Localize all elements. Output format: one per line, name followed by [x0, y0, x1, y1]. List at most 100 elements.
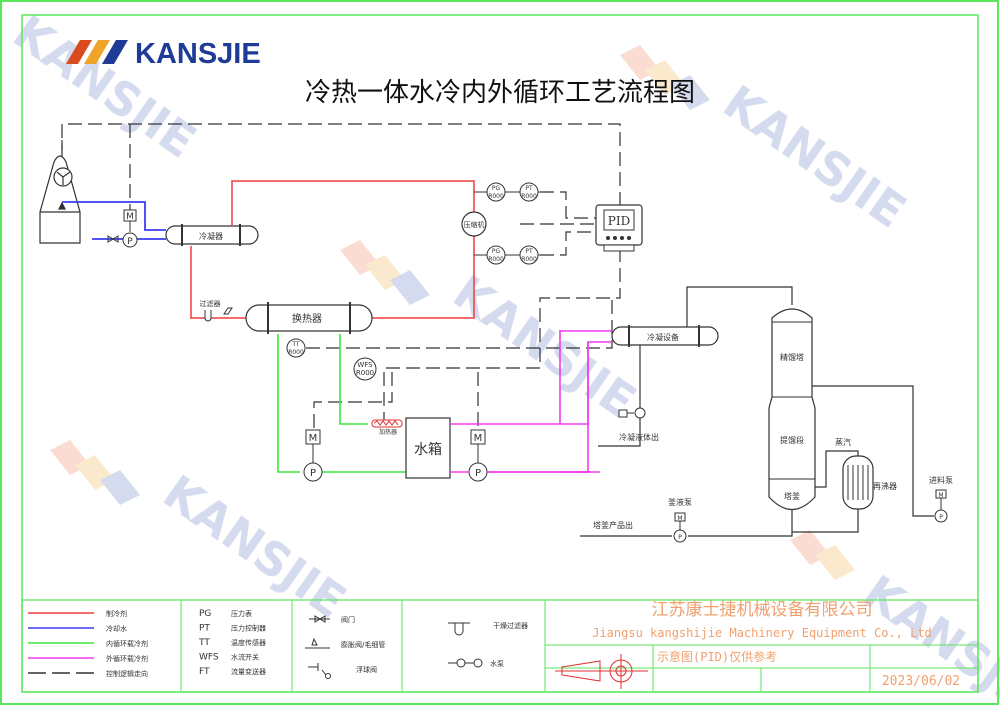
instrument-pg-bottom: PG R000 — [486, 245, 506, 265]
title-block: 江苏康士捷机械设备有限公司 Jiangsu kangshijie Machine… — [545, 600, 978, 692]
svg-text:换热器: 换热器 — [292, 312, 322, 325]
legend-abbrev-code: FT — [199, 667, 210, 677]
logo-stripe-blue — [102, 40, 128, 64]
legend-abbrev-code: TT — [198, 638, 210, 648]
svg-text:PT: PT — [525, 248, 533, 255]
logo-stripe-red — [66, 40, 92, 64]
svg-text:冷凝设备: 冷凝设备 — [647, 332, 679, 342]
reboiler: 再沸器 蒸汽 — [835, 437, 897, 510]
inner-loop-lines — [277, 334, 406, 473]
process-lines — [580, 286, 934, 537]
condensate-pump: 冷凝液体出 — [618, 407, 659, 442]
svg-text:压缩机: 压缩机 — [464, 220, 485, 229]
svg-text:R000: R000 — [521, 256, 537, 263]
legend-filter-label: 干燥过滤器 — [493, 621, 528, 630]
control-lines — [61, 123, 621, 430]
drawing-date: 2023/06/02 — [882, 674, 960, 689]
legend-valve-label: 阀门 — [341, 615, 355, 624]
svg-text:WFS: WFS — [357, 361, 373, 369]
svg-text:TT: TT — [291, 341, 300, 348]
legend-abbrev-code: WFS — [199, 653, 219, 663]
watermark-text: KANSJIE — [714, 75, 916, 239]
svg-text:PT: PT — [525, 185, 533, 192]
svg-text:R000: R000 — [488, 256, 504, 263]
legend-expansion-label: 膨胀阀/毛细管 — [341, 640, 385, 649]
heat-exchanger: 换热器 — [245, 302, 373, 334]
brand-logo: KANSJIE — [66, 38, 261, 70]
svg-text:M: M — [938, 492, 943, 499]
legend-devices: 干燥过滤器 水泵 — [448, 621, 528, 668]
watermark-text: KANSJIE — [4, 5, 206, 169]
svg-text:冷凝器: 冷凝器 — [199, 231, 223, 241]
instrument-wfs: WFS R000 — [353, 357, 377, 381]
svg-text:P: P — [678, 534, 682, 541]
float-valve-icon — [308, 663, 327, 676]
cw-pump: M P — [107, 209, 138, 248]
page-title: 冷热一体水冷内外循环工艺流程图 — [305, 78, 695, 108]
svg-text:加热器: 加热器 — [379, 428, 397, 436]
svg-text:M: M — [474, 433, 483, 444]
svg-text:M: M — [126, 212, 134, 222]
svg-text:精馏塔: 精馏塔 — [780, 352, 804, 362]
svg-text:R000: R000 — [488, 193, 504, 200]
logo-text: KANSJIE — [135, 38, 261, 70]
watermark-text: KANSJIE — [154, 465, 356, 629]
svg-text:R000: R000 — [288, 349, 304, 356]
legend-abbrev-meaning: 流量变送器 — [231, 667, 266, 676]
legend-abbrev-code: PG — [199, 609, 211, 619]
svg-text:冷凝液体出: 冷凝液体出 — [619, 432, 659, 442]
svg-text:P: P — [939, 514, 943, 521]
pump-icon — [934, 509, 948, 523]
pump-icon — [122, 232, 138, 248]
svg-text:M: M — [309, 433, 318, 444]
pump-icon — [303, 462, 323, 482]
svg-text:进料泵: 进料泵 — [929, 475, 953, 485]
svg-text:蒸汽: 蒸汽 — [835, 437, 851, 447]
pump-icon — [456, 658, 466, 668]
legend-line-label: 冷却水 — [106, 624, 127, 633]
expansion-valve-icon — [305, 637, 330, 649]
svg-text:提馏段: 提馏段 — [780, 435, 804, 445]
condensing-device: 冷凝设备 — [611, 325, 719, 347]
valve-icon — [314, 615, 326, 623]
sprinkler-icon — [58, 201, 66, 210]
svg-text:PG: PG — [492, 248, 501, 255]
svg-text:M: M — [677, 515, 682, 522]
svg-text:PG: PG — [492, 185, 501, 192]
dryer-filter-icon — [448, 622, 470, 636]
valve-icon — [107, 235, 119, 243]
svg-text:水箱: 水箱 — [414, 442, 442, 458]
svg-text:P: P — [475, 468, 481, 479]
heater: 加热器 — [371, 419, 403, 436]
distillation-column: 精馏塔 提馏段 塔釜 — [768, 308, 816, 511]
instrument-pt-top: PT R000 — [519, 182, 539, 202]
svg-text:塔釜: 塔釜 — [784, 491, 800, 501]
legend-pump-label: 水泵 — [490, 659, 504, 668]
legend-abbrev-code: PT — [199, 624, 210, 634]
condenser: 冷凝器 — [165, 224, 259, 246]
legend-line-label: 制冷剂 — [106, 609, 127, 618]
svg-text:P: P — [127, 237, 133, 247]
feed-pump: 进料泵 M P — [929, 475, 953, 523]
cooling-tower — [39, 140, 81, 244]
pump-icon — [634, 407, 646, 419]
compressor: 压缩机 — [461, 211, 487, 237]
pid-controller: PID — [595, 204, 643, 252]
company-name-en: Jiangsu kangshijie Machinery Equipment C… — [592, 626, 932, 640]
legend-abbrev-meaning: 压力表 — [231, 609, 252, 618]
expansion-valve-icon — [223, 307, 233, 315]
inner-pump: M P — [303, 429, 323, 482]
legend-line-label: 控制逻辑走向 — [106, 669, 148, 678]
outer-pump: M P — [468, 429, 488, 482]
svg-text:塔釜产品出: 塔釜产品出 — [593, 520, 633, 530]
refrigerant-lines — [190, 180, 475, 319]
svg-text:PID: PID — [608, 214, 630, 228]
bottoms-pump: 釜液泵 M P 塔釜产品出 — [593, 497, 692, 543]
legend-line-label: 内循环载冷剂 — [106, 639, 148, 648]
pump-icon — [673, 529, 687, 543]
legend-float-valve-label: 浮球阀 — [356, 665, 377, 674]
